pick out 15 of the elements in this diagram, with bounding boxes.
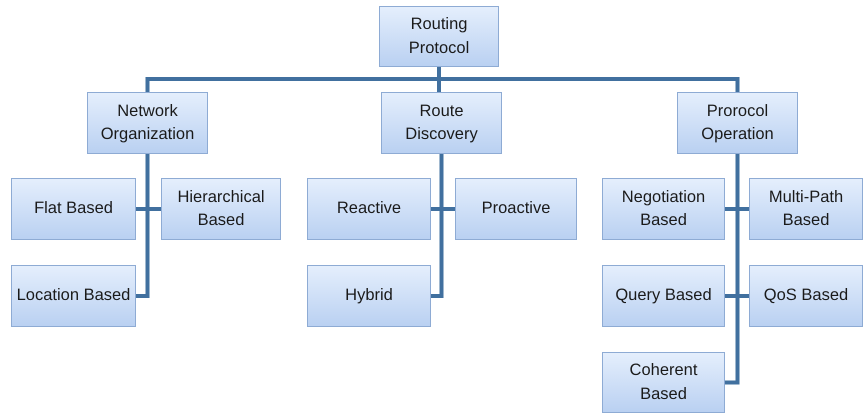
- process-box: Proactive: [455, 178, 577, 240]
- process-box: Coherent Based: [602, 352, 725, 413]
- process-box: Hierarchical Based: [161, 178, 281, 240]
- process-box: Flat Based: [11, 178, 136, 240]
- process-box: Prorocol Operation: [677, 92, 798, 154]
- process-box: Location Based: [11, 265, 136, 327]
- process-box: Multi-Path Based: [749, 178, 863, 240]
- process-box: Query Based: [602, 265, 725, 327]
- process-box: Network Organization: [87, 92, 208, 154]
- process-box: Route Discovery: [381, 92, 502, 154]
- process-box: Negotiation Based: [602, 178, 725, 240]
- process-box: Routing Protocol: [379, 6, 499, 67]
- process-box: Hybrid: [307, 265, 431, 327]
- process-box: QoS Based: [749, 265, 863, 327]
- process-box: Reactive: [307, 178, 431, 240]
